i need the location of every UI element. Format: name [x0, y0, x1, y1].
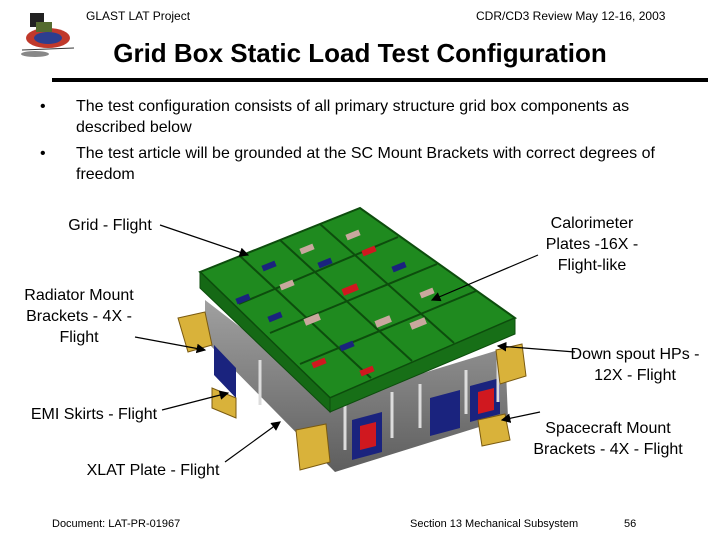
leader-grid	[159, 224, 250, 257]
footer-section: Section 13 Mechanical Subsystem	[410, 518, 579, 530]
bullet-marker: •	[40, 145, 46, 162]
label-calorimeter: Calorimeter Plates -16X - Flight-like	[545, 215, 639, 274]
bullet-text: The test article will be grounded at the…	[76, 145, 655, 183]
leader-spacecraft	[500, 411, 541, 423]
page-number: 56	[624, 518, 637, 530]
bullet-list: • The test configuration consists of all …	[36, 96, 656, 190]
slide-title: Grid Box Static Load Test Configuration	[113, 38, 607, 68]
footer-document: Document: LAT-PR-01967	[52, 518, 181, 530]
label-emi: EMI Skirts - Flight	[30, 406, 158, 423]
leader-calorimeter	[430, 254, 539, 302]
title-rule	[52, 78, 708, 82]
label-radiator: Radiator Mount Brackets - 4X - Flight	[24, 287, 134, 346]
label-downspout: Down spout HPs - 12X - Flight	[570, 346, 700, 384]
bullet-item: • The test configuration consists of all …	[36, 96, 656, 138]
label-xlat: XLAT Plate - Flight	[86, 462, 220, 479]
leader-radiator	[134, 336, 207, 354]
project-header: GLAST LAT Project	[86, 9, 191, 23]
bullet-text: The test configuration consists of all p…	[76, 98, 630, 136]
bullet-marker: •	[40, 98, 46, 115]
bullet-item: • The test article will be grounded at th…	[36, 143, 656, 185]
label-grid: Grid - Flight	[68, 217, 152, 234]
leader-emi	[161, 390, 230, 411]
leader-xlat	[224, 421, 281, 463]
leader-downspout	[496, 341, 576, 353]
label-spacecraft: Spacecraft Mount Brackets - 4X - Flight	[533, 420, 683, 458]
review-header: CDR/CD3 Review May 12-16, 2003	[476, 9, 666, 23]
